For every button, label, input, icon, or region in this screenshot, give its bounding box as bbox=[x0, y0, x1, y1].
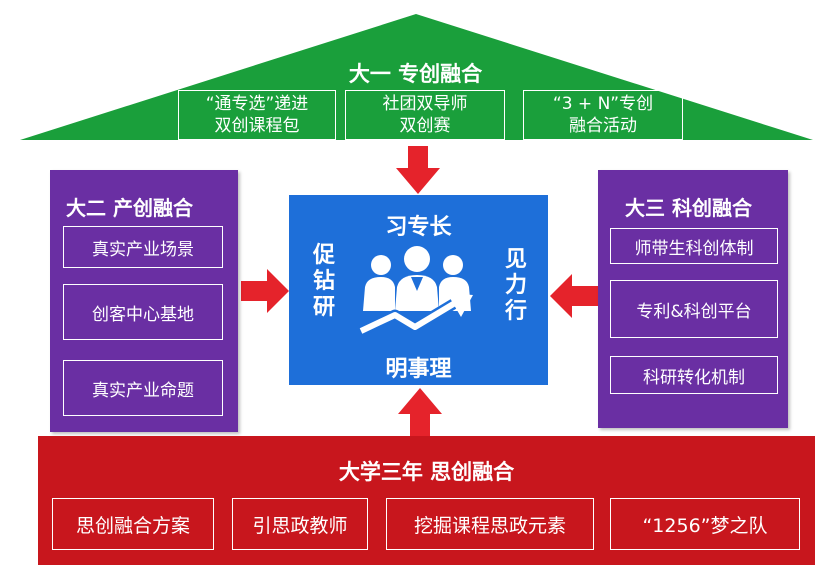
right-panel-title: 大三 科创融合 bbox=[625, 196, 752, 220]
right-panel-item: 专利&科创平台 bbox=[610, 280, 778, 338]
left-panel-item: 真实产业场景 bbox=[63, 226, 223, 268]
center-left-label: 促钻研 bbox=[312, 243, 335, 320]
bottom-title: 大学三年 思创融合 bbox=[338, 460, 515, 484]
center-box: 习专长 促钻研 见力行 明事理 bbox=[289, 195, 548, 385]
bottom-item: 挖掘课程思政元素 bbox=[386, 498, 594, 550]
center-right-label: 见力行 bbox=[504, 247, 527, 324]
roof-item-course-pack: “通专选”递进 双创课程包 bbox=[178, 90, 336, 140]
right-panel-item: 科研转化机制 bbox=[610, 356, 778, 394]
right-panel: 大三 科创融合 师带生科创体制 专利&科创平台 科研转化机制 bbox=[598, 170, 788, 428]
left-panel-title: 大二 产创融合 bbox=[66, 196, 193, 220]
roof-item-dual-mentor: 社团双导师 双创赛 bbox=[345, 90, 505, 140]
bottom-base: 大学三年 思创融合 思创融合方案 引思政教师 挖掘课程思政元素 “1256”梦之… bbox=[38, 436, 815, 565]
arrow-down-icon bbox=[396, 146, 440, 194]
left-panel-item: 真实产业命题 bbox=[63, 360, 223, 416]
roof-title: 大一 专创融合 bbox=[348, 62, 483, 86]
roof-shape bbox=[20, 14, 813, 140]
left-panel-item: 创客中心基地 bbox=[63, 284, 223, 340]
center-bottom-label: 明事理 bbox=[385, 357, 452, 382]
left-panel: 大二 产创融合 真实产业场景 创客中心基地 真实产业命题 bbox=[50, 170, 238, 432]
arrow-left-icon bbox=[550, 274, 598, 318]
team-growth-icon bbox=[358, 246, 473, 336]
bottom-item: 思创融合方案 bbox=[52, 498, 214, 550]
bottom-item: 引思政教师 bbox=[232, 498, 368, 550]
bottom-item: “1256”梦之队 bbox=[610, 498, 800, 550]
roof-item-3n-activity: “3 + N”专创 融合活动 bbox=[523, 90, 683, 140]
right-panel-item: 师带生科创体制 bbox=[610, 228, 778, 264]
arrow-up-icon bbox=[398, 388, 442, 436]
center-top-label: 习专长 bbox=[385, 215, 452, 240]
arrow-right-icon bbox=[241, 269, 289, 313]
